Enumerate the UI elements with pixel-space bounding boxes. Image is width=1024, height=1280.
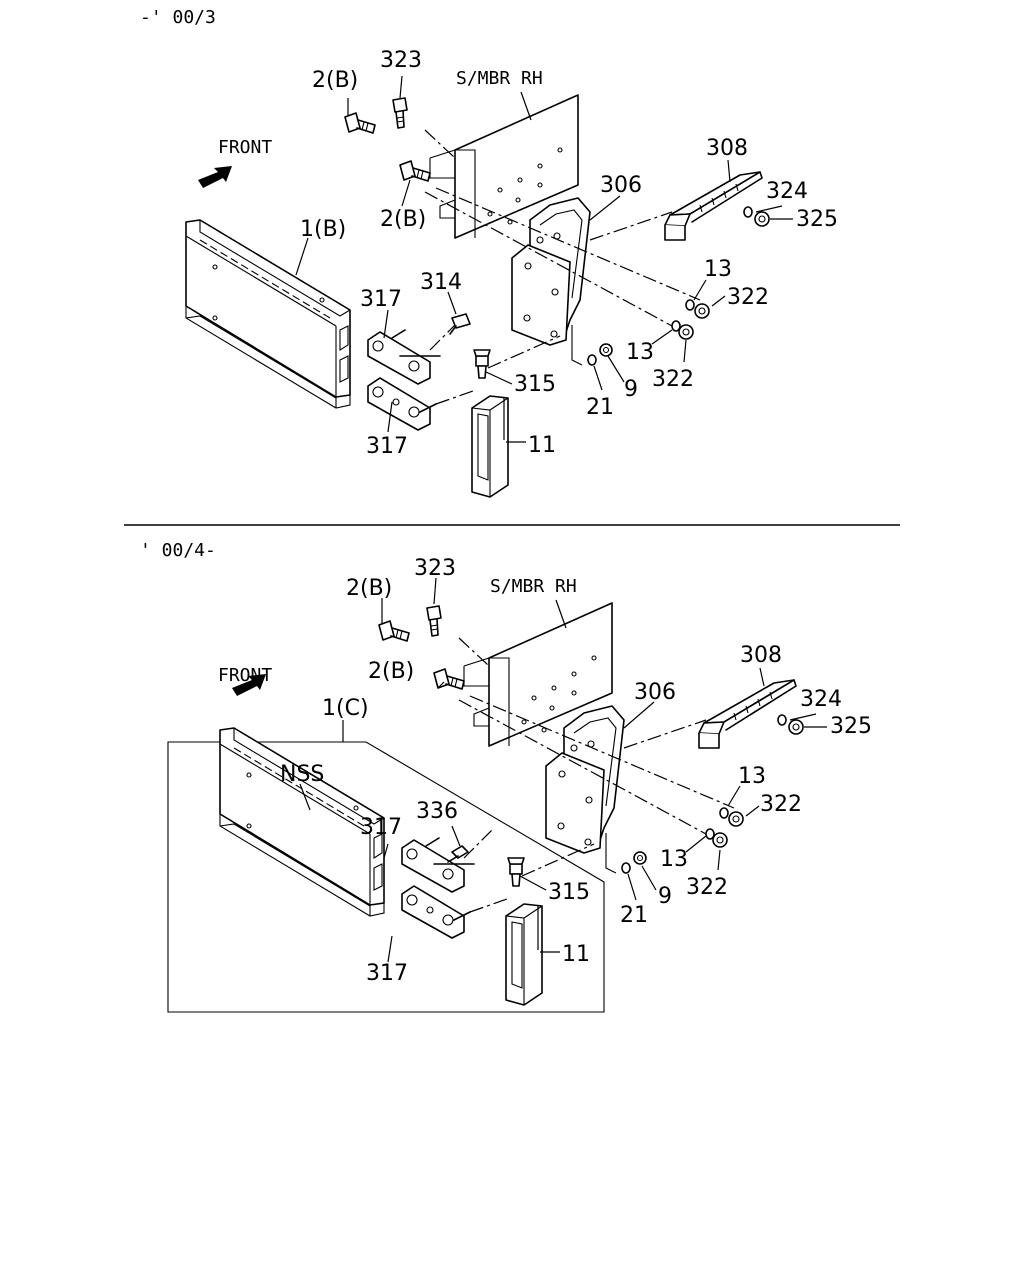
label-323: 323 [414, 556, 456, 581]
label-317-upper: 317 [360, 287, 402, 312]
label-306: 306 [600, 173, 642, 198]
assembly-early [185, 94, 770, 498]
label-317-lower: 317 [366, 961, 408, 986]
section-early: -' 00/3 323 2(B) S/MBR RH FRONT 2(B) 308… [140, 7, 838, 498]
label-1: 1(B) [300, 217, 346, 242]
label-13-upper: 13 [738, 764, 766, 789]
label-336: 336 [416, 799, 458, 824]
section-range-label: -' 00/3 [140, 7, 216, 28]
label-11: 11 [562, 942, 590, 967]
bolt-314 [449, 313, 471, 335]
label-21: 21 [586, 395, 614, 420]
label-13-lower: 13 [626, 340, 654, 365]
label-13-upper: 13 [704, 257, 732, 282]
label-308: 308 [740, 643, 782, 668]
label-9: 9 [658, 884, 672, 909]
label-1: 1(C) [322, 696, 369, 721]
label-11: 11 [528, 433, 556, 458]
label-nss: NSS [280, 762, 324, 787]
label-314: 314 [420, 270, 462, 295]
section-late: ' 00/4- 323 2(B) S/MBR RH FRONT 2(B) 308… [140, 540, 872, 1013]
label-323: 323 [380, 48, 422, 73]
label-9: 9 [624, 377, 638, 402]
label-smbr: S/MBR RH [456, 68, 543, 89]
label-smbr: S/MBR RH [490, 576, 577, 597]
inset-box [167, 741, 605, 1013]
label-324: 324 [800, 687, 842, 712]
label-2b-middle: 2(B) [368, 659, 414, 684]
label-325: 325 [796, 207, 838, 232]
label-324: 324 [766, 179, 808, 204]
label-322-upper: 322 [727, 285, 769, 310]
label-front: FRONT [218, 137, 272, 158]
label-2b-upper: 2(B) [346, 576, 392, 601]
label-315: 315 [548, 880, 590, 905]
label-322-lower: 322 [686, 875, 728, 900]
label-308: 308 [706, 136, 748, 161]
label-2b-middle: 2(B) [380, 207, 426, 232]
section-range-label: ' 00/4- [140, 540, 216, 561]
label-315: 315 [514, 372, 556, 397]
label-306: 306 [634, 680, 676, 705]
label-front: FRONT [218, 665, 272, 686]
label-322-upper: 322 [760, 792, 802, 817]
label-325: 325 [830, 714, 872, 739]
label-21: 21 [620, 903, 648, 928]
label-317-lower: 317 [366, 434, 408, 459]
stud-336 [447, 845, 469, 863]
label-2b-upper: 2(B) [312, 68, 358, 93]
label-317-upper: 317 [360, 815, 402, 840]
label-322-lower: 322 [652, 367, 694, 392]
label-13-lower: 13 [660, 847, 688, 872]
